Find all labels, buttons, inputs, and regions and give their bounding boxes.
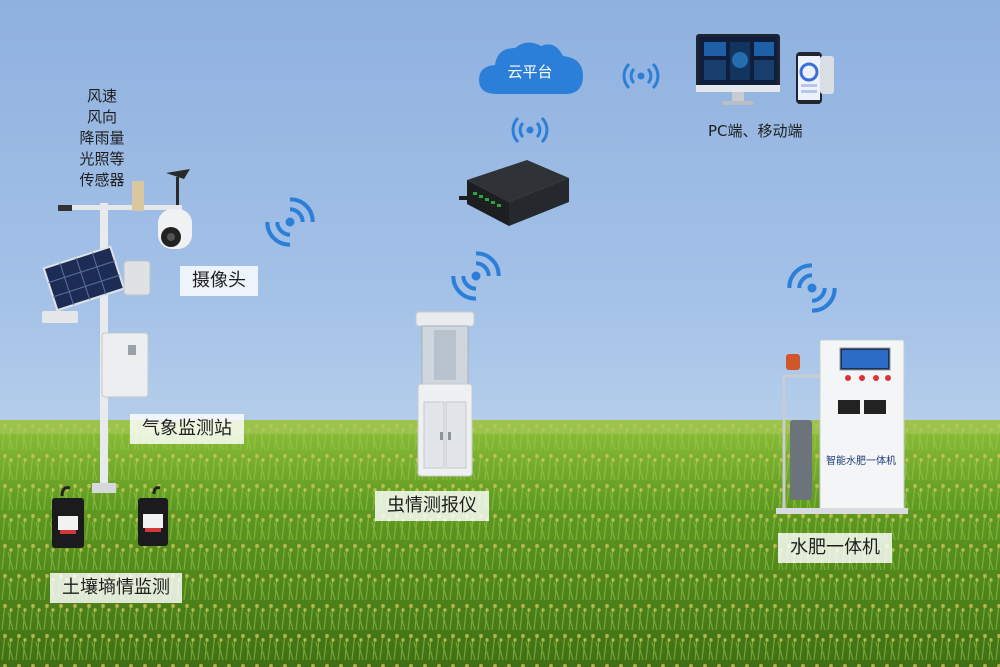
sensor-rainfall: 降雨量 [79, 129, 125, 147]
signal-icon [265, 197, 315, 247]
weather-station-label: 气象监测站 [130, 414, 244, 444]
fertigation-machine-icon [776, 339, 908, 514]
signal-icon [451, 251, 501, 301]
machine-panel-text: 智能水肥一体机 [826, 456, 896, 467]
sensor-wind-direction: 风向 [86, 108, 117, 126]
pc-mobile-terminals-icon [696, 34, 834, 105]
signal-icon [511, 116, 549, 144]
cloud-platform-icon [479, 42, 583, 94]
weather-sensor-list: 风速 风向 降雨量 光照等 传感器 [72, 86, 132, 191]
weather-station-icon [42, 169, 192, 493]
soil-moisture-sensors-icon [52, 486, 168, 548]
soil-monitor-label: 土壤墒情监测 [50, 573, 182, 603]
sensor-sensor: 传感器 [79, 171, 125, 189]
fertigation-label: 水肥一体机 [778, 533, 892, 563]
signal-icon [787, 263, 837, 313]
insect-monitor-icon [415, 311, 475, 477]
cloud-platform-label: 云平台 [507, 63, 553, 81]
sensor-wind-speed: 风速 [86, 87, 117, 105]
terminals-label: PC端、移动端 [708, 122, 803, 140]
camera-label: 摄像头 [180, 266, 258, 296]
gateway-device-icon [459, 160, 569, 226]
insect-monitor-label: 虫情测报仪 [375, 491, 489, 521]
signal-icon [622, 62, 660, 90]
sensor-light: 光照等 [79, 150, 125, 168]
